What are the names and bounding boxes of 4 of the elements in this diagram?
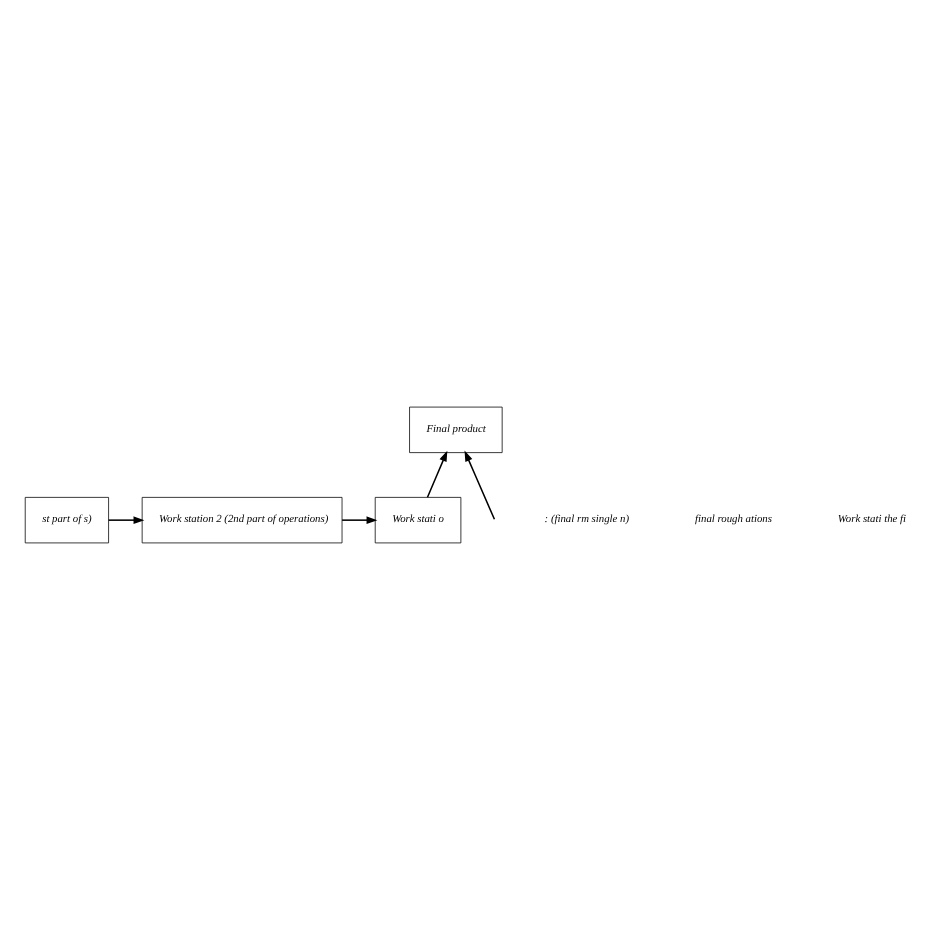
arrow bbox=[464, 449, 496, 520]
arrow bbox=[341, 515, 378, 523]
arrow bbox=[107, 515, 145, 523]
arrow bbox=[426, 449, 448, 497]
